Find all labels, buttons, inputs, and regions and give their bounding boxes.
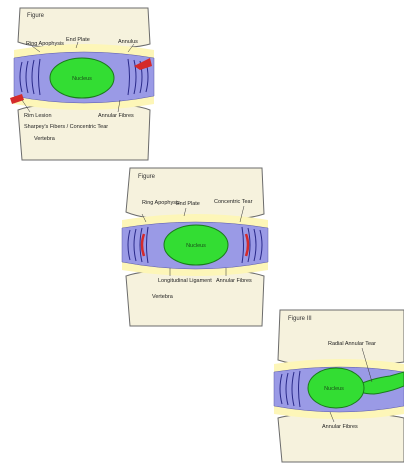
stage-1-label-g: Annular Fibres	[98, 113, 134, 119]
stage-3-title: Figure III	[288, 316, 312, 322]
stage-1-label-b: End Plate	[66, 37, 90, 43]
stage-2-label-a: Ring Apophysis	[142, 200, 180, 206]
nucleus-label: Nucleus	[186, 243, 206, 249]
stage-3-panel: Figure III Nucleus Radial Annular Tear A…	[274, 310, 404, 462]
stage-3-label-b: Annular Fibres	[322, 424, 358, 430]
nucleus-label: Nucleus	[72, 76, 92, 82]
stage-1-label-d: Rim Lesion	[24, 113, 52, 119]
stage-2-label-b: End Plate	[176, 201, 200, 207]
nucleus-label: Nucleus	[324, 386, 344, 392]
stage-1-label-c: Annulus	[118, 39, 138, 45]
stage-2-label-c: Concentric Tear	[214, 199, 253, 205]
stage-2-title: Figure	[138, 174, 156, 180]
stage-2-label-d: Longitudinal Ligament	[158, 278, 212, 284]
stage-1-label-a: Ring Apophysis	[26, 41, 64, 47]
stage-2-label-e: Annular Fibres	[216, 278, 252, 284]
lower-vertebra	[278, 414, 404, 462]
stage-1-title: Figure	[27, 13, 45, 19]
stage-2-panel: Figure Nucleus Ring Apop	[122, 168, 268, 326]
stage-1-label-f: Vertebra	[34, 136, 56, 142]
stage-1-label-e: Sharpey's Fibers / Concentric Tear	[24, 124, 108, 130]
stage-2-label-f: Vertebra	[152, 294, 174, 300]
stage-3-label-a: Radial Annular Tear	[328, 341, 376, 347]
stage-1-panel: Figure Nucleus Ring Apop	[10, 8, 154, 160]
